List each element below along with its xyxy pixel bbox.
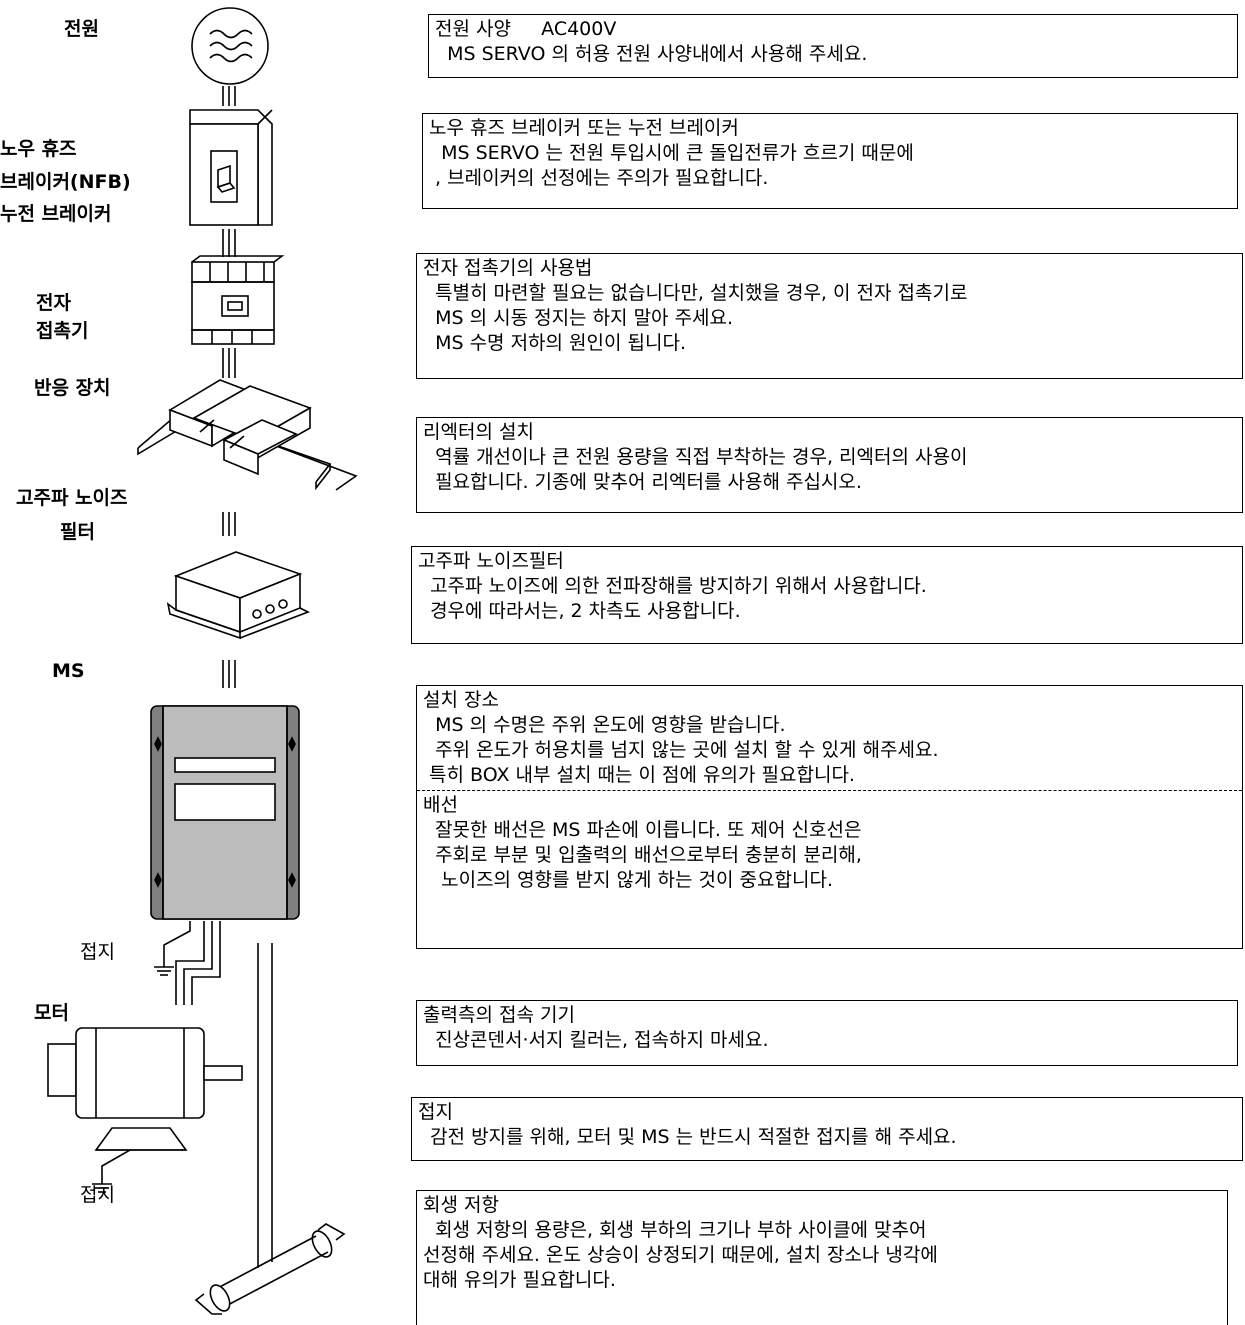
label-nfb-2: 브레이커(NFB) (0, 171, 131, 193)
box-reactor: 리엑터의 설치 역률 개선이나 큰 전원 용량을 직접 부착하는 경우, 리엑터… (416, 417, 1243, 513)
box-reactor-line-2: 필요합니다. 기종에 맞추어 리엑터를 사용해 주십시오. (423, 471, 862, 493)
box-contactor-line-1: 특별히 마련할 필요는 없습니다만, 설치했을 경우, 이 전자 접촉기로 (423, 282, 968, 304)
box-regen-resistor: 회생 저항 회생 저항의 용량은, 회생 부하의 크기나 부하 사이클에 맞추어… (416, 1190, 1228, 1325)
box-contactor-line-3: MS 수명 저하의 원인이 됩니다. (423, 332, 687, 354)
box-output-devices: 출력측의 접속 기기 진상콘덴서·서지 킬러는, 접속하지 마세요. (416, 1000, 1238, 1066)
label-filter-1: 고주파 노이즈 (16, 487, 128, 509)
box-wiring-line-1: 잘못한 배선은 MS 파손에 이릅니다. 또 제어 신호선은 (423, 819, 862, 841)
box-breaker: 노우 휴즈 브레이커 또는 누전 브레이커 MS SERVO 는 전원 투입시에… (422, 113, 1238, 209)
box-reactor-title: 리엑터의 설치 (423, 421, 534, 443)
box-filter-title: 고주파 노이즈필터 (418, 550, 564, 572)
label-power: 전원 (64, 18, 99, 40)
box-wiring-line-2: 주회로 부분 및 입출력의 배선으로부터 충분히 분리해, (423, 844, 862, 866)
label-nfb-3: 누전 브레이커 (0, 203, 112, 225)
label-motor: 모터 (34, 1002, 69, 1024)
label-nfb-1: 노우 휴즈 (0, 138, 77, 160)
box-filter-line-2: 경우에 따라서는, 2 차측도 사용합니다. (418, 600, 741, 622)
box-contactor: 전자 접촉기의 사용법 특별히 마련할 필요는 없습니다만, 설치했을 경우, … (416, 253, 1243, 379)
wire-triple-2 (222, 229, 236, 257)
box-ground-title: 접지 (418, 1101, 453, 1123)
label-filter-2: 필터 (60, 521, 95, 543)
box-wiring-line-3: 노이즈의 영향를 받지 않게 하는 것이 중요합니다. (423, 869, 833, 891)
box-install-line-3: 특히 BOX 내부 설치 때는 이 점에 유의가 필요합니다. (423, 764, 855, 786)
box-power-spec: 전원 사양 AC400V MS SERVO 의 허용 전원 사양내에서 사용해 … (428, 14, 1238, 78)
box-contactor-line-2: MS 의 시동 정지는 하지 말아 주세요. (423, 307, 734, 329)
label-ground-2: 접지 (80, 1184, 115, 1206)
box-breaker-line-2: , 브레이커의 선정에는 주의가 필요합니다. (429, 167, 769, 189)
box-reactor-line-1: 역률 개선이나 큰 전원 용량을 직접 부착하는 경우, 리엑터의 사용이 (423, 446, 968, 468)
box-install-wiring: 설치 장소 MS 의 수명은 주위 온도에 영향을 받습니다. 주위 온도가 허… (416, 685, 1243, 949)
box-power-line-1: MS SERVO 의 허용 전원 사양내에서 사용해 주세요. (435, 43, 868, 65)
label-reactor: 반응 장치 (34, 377, 111, 399)
box-ground-line-1: 감전 방지를 위해, 모터 및 MS 는 반드시 적절한 접지를 해 주세요. (418, 1126, 957, 1148)
box-install-line-2: 주위 온도가 허용치를 넘지 않는 곳에 설치 할 수 있게 해주세요. (423, 739, 939, 761)
label-contactor-1: 전자 (36, 292, 71, 314)
noise-filter-symbol (166, 551, 310, 640)
motor-symbol (47, 1027, 243, 1151)
box-power-title: 전원 사양 AC400V (435, 18, 617, 40)
box-output-line-1: 진상콘덴서·서지 킬러는, 접속하지 마세요. (423, 1029, 769, 1051)
ms-drive-symbol (150, 705, 300, 920)
box-regen-line-3: 대해 유의가 필요합니다. (423, 1269, 616, 1291)
box-contactor-title: 전자 접촉기의 사용법 (423, 257, 593, 279)
box-breaker-line-1: MS SERVO 는 전원 투입시에 큰 돌입전류가 흐르기 때문에 (429, 142, 914, 164)
label-ground-1: 접지 (80, 941, 115, 963)
box-output-title: 출력측의 접속 기기 (423, 1004, 575, 1026)
box-regen-line-2: 선정해 주세요. 온도 상승이 상정되기 때문에, 설치 장소나 냉각에 (423, 1244, 938, 1266)
motor-cable (175, 921, 221, 1005)
box-regen-line-1: 회생 저항의 용량은, 회생 부하의 크기나 부하 사이클에 맞추어 (423, 1219, 927, 1241)
contactor-symbol (191, 255, 285, 345)
box-noise-filter: 고주파 노이즈필터 고주파 노이즈에 의한 전파장해를 방지하기 위해서 사용합… (411, 546, 1243, 644)
box-regen-title: 회생 저항 (423, 1194, 499, 1216)
wire-triple-5 (222, 660, 236, 688)
box-install-title: 설치 장소 (423, 689, 499, 711)
equipment-diagram (47, 7, 358, 1315)
box-install-line-1: MS 의 수명은 주위 온도에 영향을 받습니다. (423, 714, 786, 736)
regen-resistor-symbol (194, 1223, 346, 1315)
wire-triple-3 (222, 348, 236, 378)
breaker-symbol (189, 109, 273, 226)
wire-triple-4 (222, 512, 236, 536)
power-source-symbol (191, 7, 269, 85)
box-wiring-title: 배선 (423, 794, 458, 816)
box-ground: 접지 감전 방지를 위해, 모터 및 MS 는 반드시 적절한 접지를 해 주세… (411, 1097, 1243, 1161)
wire-triple-1 (222, 86, 236, 106)
box-filter-line-1: 고주파 노이즈에 의한 전파장해를 방지하기 위해서 사용합니다. (418, 575, 927, 597)
label-ms: MS (52, 660, 85, 682)
box-wiring-section: 배선 잘못한 배선은 MS 파손에 이릅니다. 또 제어 신호선은 주회로 부분… (417, 790, 1242, 893)
regen-cable (257, 943, 273, 1240)
ground-symbol-2 (92, 1149, 131, 1193)
reactor-symbol (137, 379, 358, 491)
box-breaker-title: 노우 휴즈 브레이커 또는 누전 브레이커 (429, 117, 739, 139)
ground-symbol-1 (154, 921, 191, 976)
label-contactor-2: 접촉기 (36, 320, 89, 342)
